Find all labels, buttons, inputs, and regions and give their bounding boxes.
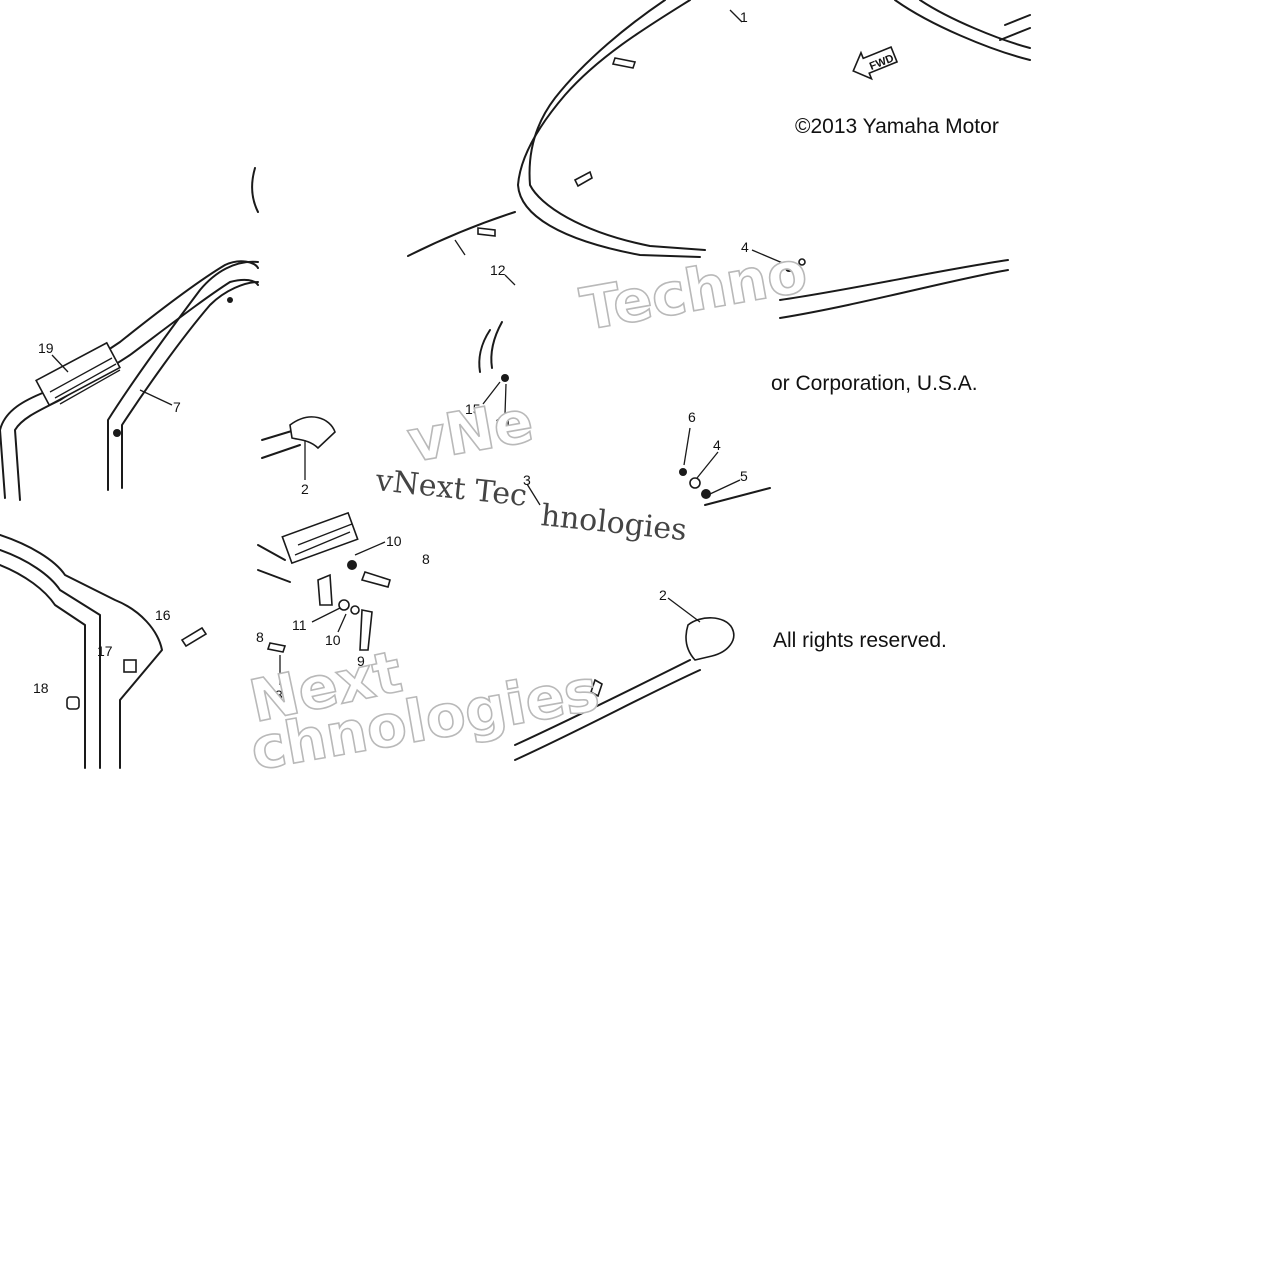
handle-tile: 7 19 16 17 18 bbox=[0, 167, 259, 769]
clip-17 bbox=[123, 659, 137, 673]
bolt-top bbox=[611, 57, 637, 69]
watermark-vne: vNe bbox=[403, 387, 539, 476]
callout-4: 4 bbox=[741, 239, 749, 255]
bolt-mid bbox=[573, 170, 593, 188]
center-tile: 2 15 14 12 10 8 11 10 9 8 3 bbox=[256, 262, 516, 703]
lower-rail-2 bbox=[779, 269, 1009, 319]
callout-15: 15 bbox=[465, 401, 481, 417]
callout-17: 17 bbox=[97, 643, 113, 659]
handle-bar-7 bbox=[107, 260, 259, 491]
end-cap-2 bbox=[289, 416, 336, 450]
copyright-line-1: ©2013 Yamaha Motor bbox=[795, 115, 999, 138]
callout-2b: 2 bbox=[659, 587, 667, 603]
side-rail bbox=[407, 211, 516, 257]
callout-7: 7 bbox=[173, 399, 181, 415]
callout-8: 8 bbox=[422, 551, 430, 567]
watermark-hnologies: hnologies bbox=[539, 498, 688, 548]
bumper-outer bbox=[517, 0, 701, 258]
right-tile: or Corporation, U.S.A. 6 4 5 3 2 All rig… bbox=[514, 372, 978, 761]
copyright-line-3: All rights reserved. bbox=[773, 629, 947, 652]
washer-4 bbox=[785, 264, 793, 272]
corner-bracket bbox=[999, 14, 1031, 41]
bumper-inner bbox=[528, 0, 706, 251]
bolt-lower bbox=[590, 678, 603, 698]
callout-3c: 3 bbox=[523, 472, 531, 488]
callout-10b: 10 bbox=[325, 632, 341, 648]
fwd-arrow-icon: FWD bbox=[852, 46, 899, 81]
callout-4b: 4 bbox=[713, 437, 721, 453]
frame-tile: 4 3 1 FWD ©2013 Yamaha Motor bbox=[407, 0, 1031, 319]
cap-18 bbox=[66, 696, 80, 710]
lower-bumper bbox=[0, 534, 163, 769]
callout-1: 1 bbox=[740, 9, 748, 25]
callout-12: 12 bbox=[490, 262, 506, 278]
bolt-8 bbox=[360, 571, 391, 588]
callout-14: 14 bbox=[495, 415, 511, 431]
copyright-line-2: or Corporation, U.S.A. bbox=[771, 372, 978, 395]
grab-bar-outer bbox=[0, 260, 259, 499]
callout-10: 10 bbox=[386, 533, 402, 549]
callout-11: 11 bbox=[292, 617, 307, 633]
bolt-16 bbox=[180, 626, 208, 648]
callout-3b: 3 bbox=[275, 687, 283, 703]
watermarks: Techno vNe Next chnologies vNext Tec hno… bbox=[243, 236, 813, 784]
end-cap-2b bbox=[685, 617, 735, 661]
lower-bar bbox=[514, 659, 691, 746]
bolt-9 bbox=[359, 609, 373, 651]
grip-lower bbox=[281, 511, 359, 565]
callout-18: 18 bbox=[33, 680, 49, 696]
top-rail-2 bbox=[919, 0, 1031, 49]
callout-5: 5 bbox=[740, 468, 748, 484]
callout-9: 9 bbox=[357, 653, 365, 669]
callout-16: 16 bbox=[155, 607, 171, 623]
top-rail bbox=[894, 0, 1031, 61]
lower-rail bbox=[779, 259, 1009, 301]
watermark-vnext-tec: vNext Tec bbox=[373, 463, 529, 514]
callout-2: 2 bbox=[301, 481, 309, 497]
callout-8b: 8 bbox=[256, 629, 264, 645]
grip-19 bbox=[35, 341, 121, 407]
callout-3: 3 bbox=[773, 270, 781, 286]
watermark-techno: Techno bbox=[576, 237, 812, 344]
callout-6: 6 bbox=[688, 409, 696, 425]
bolt-left bbox=[477, 227, 496, 237]
callout-19: 19 bbox=[38, 340, 54, 356]
